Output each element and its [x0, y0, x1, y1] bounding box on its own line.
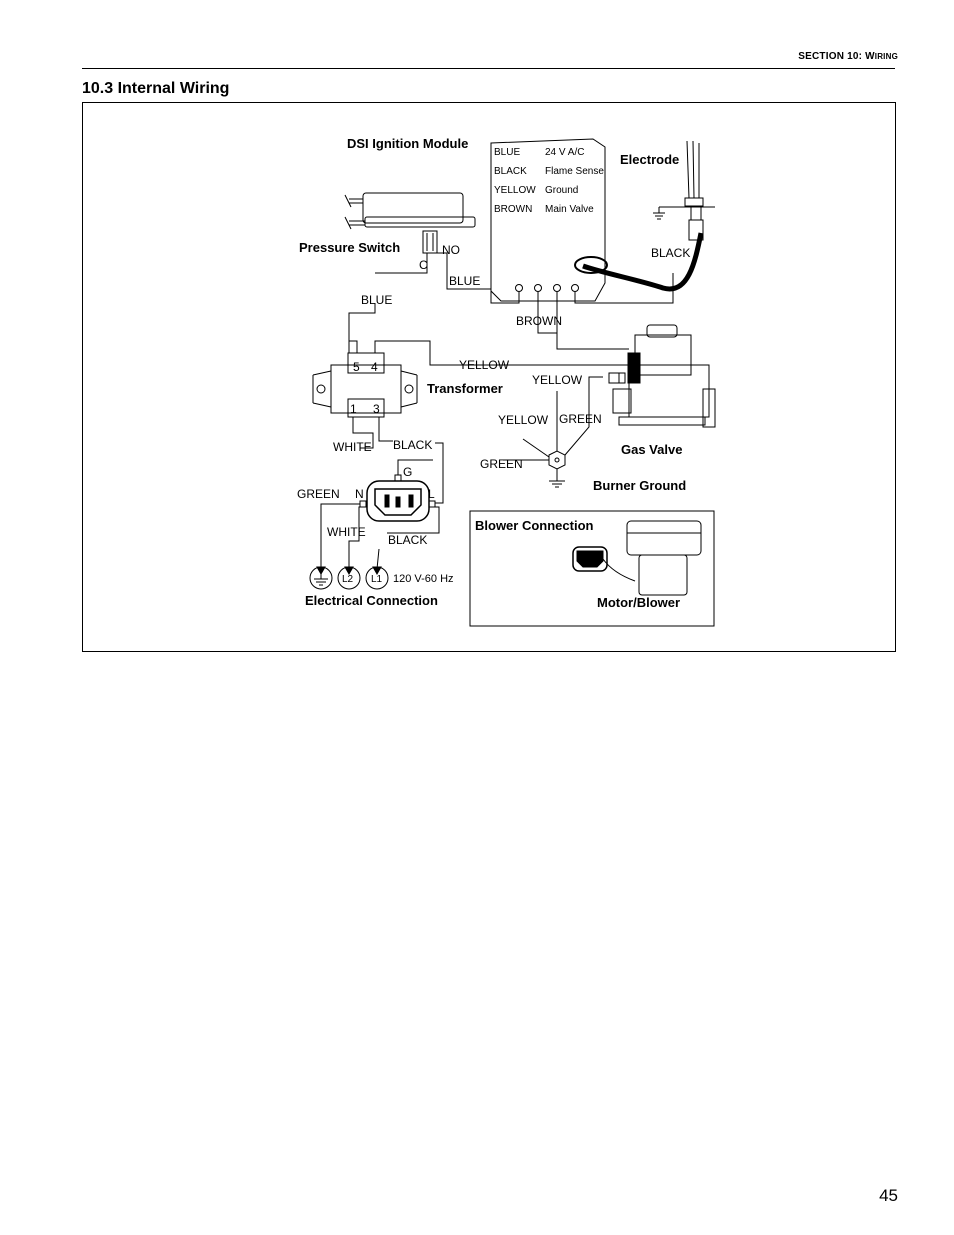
terminal-l2: L2	[342, 574, 354, 585]
ground-terminal	[309, 566, 333, 590]
gas-valve-label: Gas Valve	[621, 442, 682, 457]
module-terminal-4	[571, 284, 579, 292]
electrode-lead	[582, 232, 704, 292]
wire-label-black-outlet: BLACK	[388, 533, 427, 547]
power-inlet	[359, 474, 436, 522]
terminal-l: L	[428, 487, 435, 501]
table-function-2: Flame Sense	[545, 166, 604, 177]
terminal-ground-symbol	[314, 571, 328, 586]
wire-label-brown: BROWN	[516, 314, 562, 328]
wire-label-blue-module: BLUE	[449, 274, 480, 288]
gas-valve	[608, 324, 716, 428]
wiring-figure: DSI Ignition Module Electrode Pressure S…	[82, 102, 896, 652]
blower-cable	[602, 558, 636, 582]
wires	[320, 252, 674, 570]
table-function-3: Ground	[545, 185, 578, 196]
l1-terminal-circle	[365, 566, 389, 590]
l2-terminal-circle	[337, 566, 361, 590]
supply-rating: 120 V-60 Hz	[393, 573, 454, 585]
pressure-switch-label: Pressure Switch	[299, 240, 400, 255]
electrode	[653, 140, 715, 241]
table-wire-4: BROWN	[494, 204, 532, 215]
transformer	[312, 352, 418, 418]
terminal-no: NO	[442, 243, 460, 257]
pressure-switch	[344, 192, 476, 254]
terminal-3: 3	[373, 402, 380, 416]
ground-symbol	[549, 480, 565, 488]
motor-blower-label: Motor/Blower	[597, 595, 680, 610]
electrode-boot	[574, 256, 608, 274]
terminal-n: N	[355, 487, 364, 501]
burner-ground-label: Burner Ground	[593, 478, 686, 493]
module-terminal-2	[534, 284, 542, 292]
electrical-connection-label: Electrical Connection	[305, 593, 438, 608]
transformer-label: Transformer	[427, 381, 503, 396]
terminal-l1: L1	[371, 574, 383, 585]
terminal-c: C	[419, 258, 428, 272]
table-wire-3: YELLOW	[494, 185, 536, 196]
blower-connection-label: Blower Connection	[475, 518, 594, 533]
wire-label-green-valve: GREEN	[559, 412, 602, 426]
section-title: 10.3 Internal Wiring	[82, 80, 230, 97]
blower-inlet	[572, 546, 608, 572]
dsi-module-label: DSI Ignition Module	[347, 136, 468, 151]
electrode-label: Electrode	[620, 152, 679, 167]
table-wire-2: BLACK	[494, 166, 527, 177]
wire-label-yellow-ground: YELLOW	[498, 413, 549, 427]
wire-label-green-outlet: GREEN	[297, 487, 340, 501]
terminal-g: G	[403, 465, 412, 479]
table-wire-1: BLUE	[494, 147, 520, 158]
module-terminal-1	[515, 284, 523, 292]
table-function-1: 24 V A/C	[545, 147, 584, 158]
wire-label-green-ground: GREEN	[480, 457, 523, 471]
wire-label-white-outlet: WHITE	[327, 525, 366, 539]
ground-lug-center	[554, 457, 560, 463]
wire-label-white-transformer: WHITE	[333, 440, 372, 454]
page-number: 45	[879, 1186, 898, 1205]
terminal-4: 4	[371, 360, 378, 374]
motor-blower	[626, 520, 702, 596]
dsi-module-box	[490, 138, 606, 302]
wiring-diagram: DSI Ignition Module Electrode Pressure S…	[297, 136, 716, 627]
blower-connection-box	[469, 510, 715, 627]
ground-lug	[548, 450, 566, 470]
wire-label-black-transformer: BLACK	[393, 438, 432, 452]
module-terminal-3	[553, 284, 561, 292]
section-header: SECTION 10: WIRING	[798, 51, 898, 62]
wire-label-yellow-transformer: YELLOW	[459, 358, 510, 372]
wire-label-black-electrode: BLACK	[651, 246, 690, 260]
wire-label-blue-switch: BLUE	[361, 293, 392, 307]
terminal-5: 5	[353, 360, 360, 374]
terminal-1: 1	[350, 402, 357, 416]
header-rule	[82, 68, 895, 69]
table-function-4: Main Valve	[545, 204, 594, 215]
wire-label-yellow-module: YELLOW	[532, 373, 583, 387]
